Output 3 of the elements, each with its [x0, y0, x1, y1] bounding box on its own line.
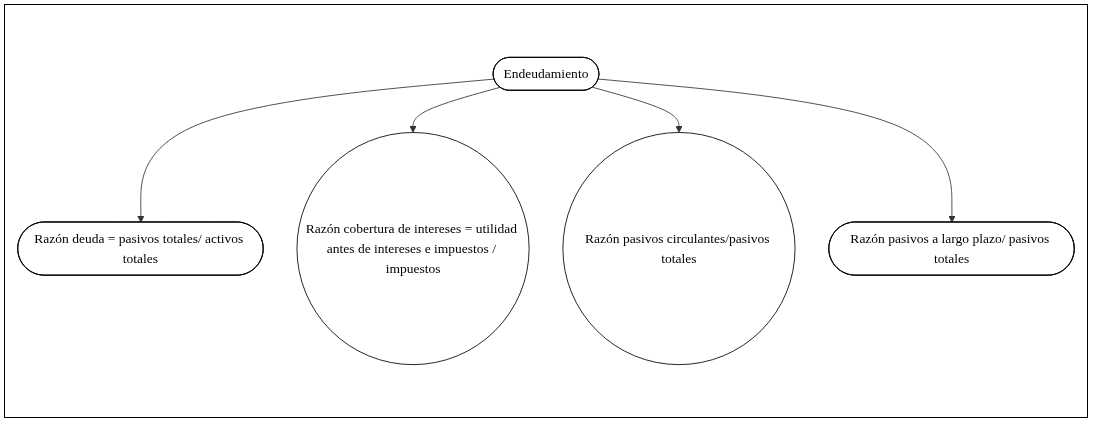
node-circle — [562, 132, 796, 366]
node-circle — [296, 132, 530, 366]
diagram-frame: Razón deuda = pasivos totales/ activos totales Razón cobertura de intereses = utilidad antes de intereses e impuestos / impuestos Endeudamiento Razón pasivos circulantes/pasivos totales Razón pasivos a largo plazo/ pasivos totales — [4, 4, 1088, 418]
